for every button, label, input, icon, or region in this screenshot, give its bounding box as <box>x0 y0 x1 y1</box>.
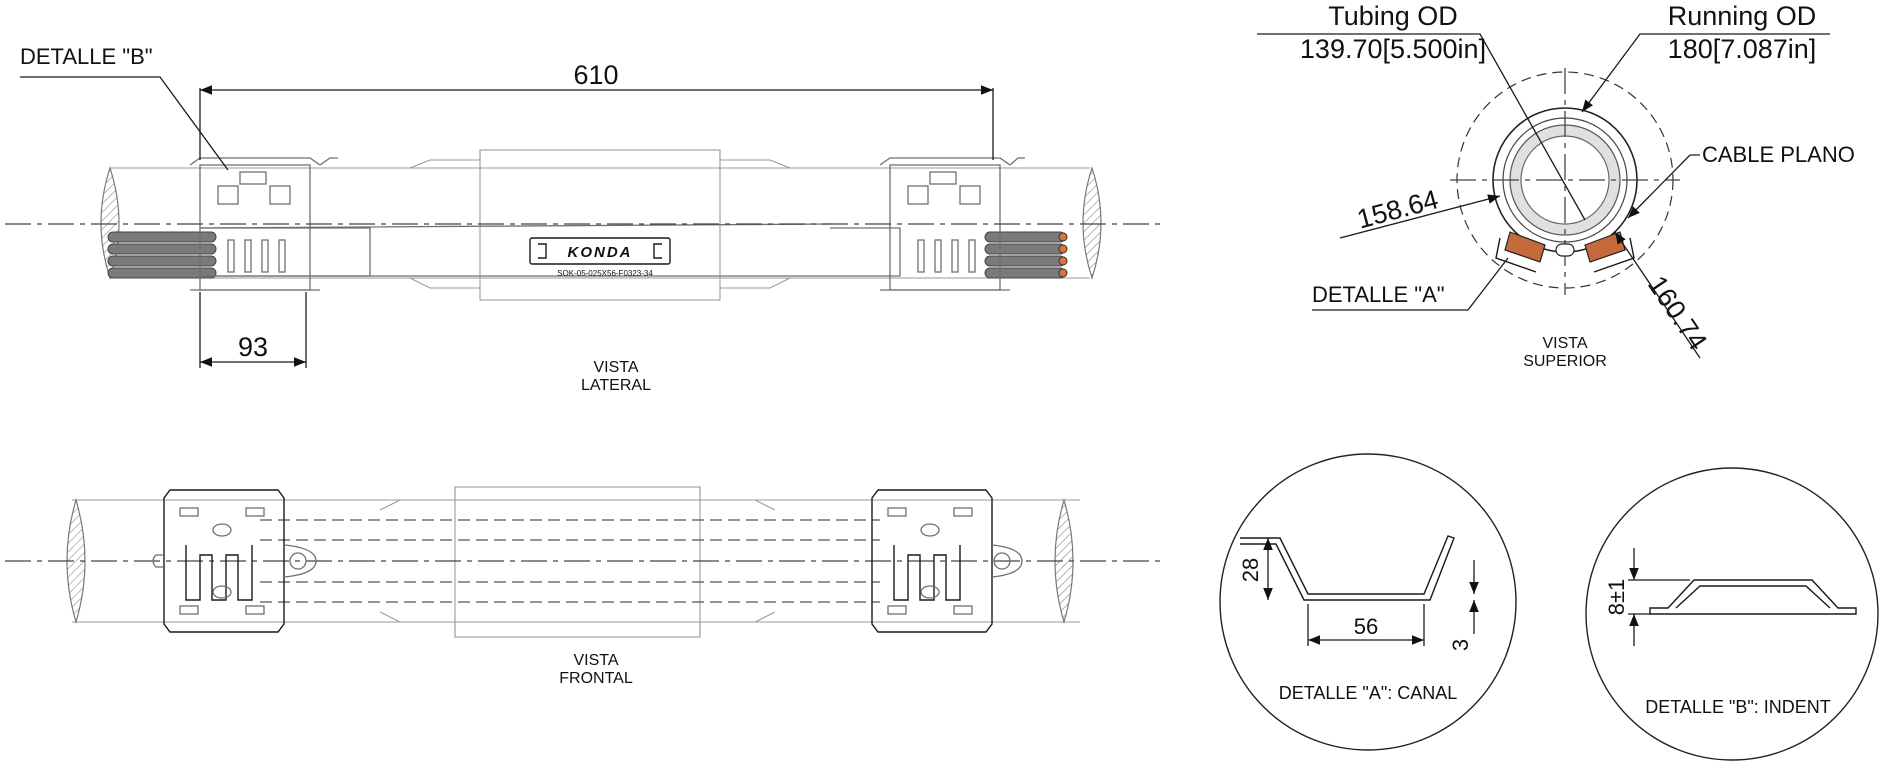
cable-plano-label: CABLE PLANO <box>1702 142 1855 167</box>
detail-a-circle <box>1219 453 1517 751</box>
dim-overall-length: 610 <box>573 60 618 90</box>
pipe-end-right <box>1054 497 1074 625</box>
clamp-right <box>879 157 1025 291</box>
top-view: Tubing OD 139.70[5.500in] Running OD 180… <box>1257 1 1855 370</box>
pipe-end-right <box>1082 166 1102 280</box>
view-title-superior-1: VISTA <box>1542 335 1587 352</box>
cable-channel-left <box>1495 231 1546 273</box>
detail-b-callout: DETALLE "B" <box>20 44 153 69</box>
dim-line <box>1339 194 1501 239</box>
running-od-value: 180[7.087in] <box>1668 34 1817 64</box>
flat-cable-left <box>107 231 217 279</box>
view-title-superior-2: SUPERIOR <box>1523 353 1607 370</box>
detail-b: 8±1 DETALLE "B": INDENT <box>1585 467 1879 761</box>
view-title-lateral-1: VISTA <box>593 359 638 376</box>
detail-a-caption: DETALLE "A": CANAL <box>1279 683 1458 703</box>
view-title-frontal-2: FRONTAL <box>559 670 633 687</box>
dim-height: 28 <box>1238 558 1263 582</box>
pipe-outline <box>72 499 1080 623</box>
tubing-od-label: Tubing OD <box>1328 1 1458 31</box>
coupling-top <box>409 149 791 169</box>
dim-thickness: 3 <box>1448 639 1473 651</box>
side-view: KONDA SOK-05-025X56-F0323-34 610 93 DETA… <box>5 44 1165 394</box>
cable-channel-right <box>1584 231 1635 273</box>
detail-b-circle <box>1585 467 1879 761</box>
flat-cable-right <box>984 231 1068 279</box>
indent-profile <box>1649 579 1857 615</box>
dim-160: 160.74 <box>1642 270 1713 355</box>
cable-guard-span <box>199 223 831 277</box>
indent-inner <box>1675 585 1831 609</box>
clamp-right <box>871 489 1023 633</box>
detail-a-callout: DETALLE "A" <box>1312 282 1445 307</box>
running-od-label: Running OD <box>1668 1 1817 31</box>
leader-line <box>1312 257 1509 311</box>
detail-b-caption: DETALLE "B": INDENT <box>1645 697 1830 717</box>
leader-line <box>20 76 229 171</box>
view-title-lateral-2: LATERAL <box>581 377 651 394</box>
leader-line <box>1581 33 1830 113</box>
pipe-end-left <box>66 497 86 625</box>
brand-plate: KONDA <box>529 237 671 265</box>
leader-line <box>1627 154 1700 219</box>
dim-line <box>1614 231 1701 359</box>
cable-guard <box>200 227 901 277</box>
dim-clamp-width: 93 <box>238 332 268 362</box>
coupling-bottom <box>409 277 791 289</box>
dim-indent-height: 8±1 <box>1604 579 1629 616</box>
detail-a: 28 56 3 DETALLE "A": CANAL <box>1219 453 1517 751</box>
dim-158: 158.64 <box>1354 184 1442 234</box>
coupling-outline <box>379 486 776 638</box>
brand-text: KONDA <box>568 244 633 261</box>
front-view: VISTA FRONTAL <box>5 486 1160 687</box>
clamp-left <box>189 157 338 291</box>
pipe-outline <box>110 167 1090 279</box>
tubing-od-value: 139.70[5.500in] <box>1300 34 1486 64</box>
cable-spacer <box>1555 243 1575 257</box>
clamp-left <box>152 489 317 633</box>
dim-width: 56 <box>1354 614 1378 639</box>
canal-profile <box>1240 535 1455 601</box>
part-number: SOK-05-025X56-F0323-34 <box>557 269 653 278</box>
leader-line <box>1257 33 1586 221</box>
coupling-sleeve <box>454 486 701 638</box>
view-title-frontal-1: VISTA <box>573 652 618 669</box>
